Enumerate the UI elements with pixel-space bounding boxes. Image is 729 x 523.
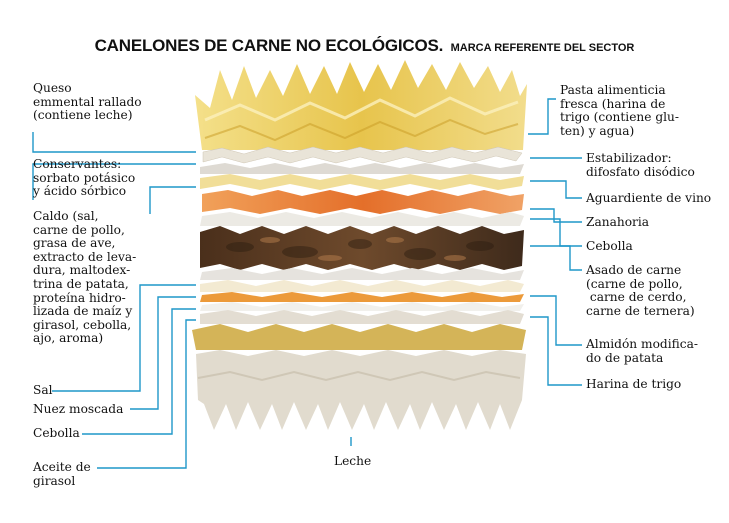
title-main: CANELONES DE CARNE NO ECOLÓGICOS. <box>94 36 444 55</box>
layer-yellow-1 <box>200 174 524 190</box>
label-harina: Harina de trigo <box>586 377 682 391</box>
label-caldo: Caldo (sal, carne de pollo, grasa de ave… <box>33 209 137 346</box>
leader-asado <box>530 245 582 271</box>
leader-aguardiente <box>530 180 582 199</box>
leader-lines <box>32 98 582 469</box>
layer-meat <box>200 226 524 270</box>
layer-cream <box>200 280 524 292</box>
leader-pasta <box>528 98 556 135</box>
label-queso: Queso emmental rallado (contiene leche) <box>33 81 142 123</box>
layer-cheese <box>202 146 523 164</box>
leader-almidon <box>530 295 582 346</box>
title-subtitle: MARCA REFERENTE DEL SECTOR <box>450 42 635 54</box>
layers <box>192 60 527 430</box>
label-cebolla-left: Cebolla <box>33 426 80 440</box>
label-almidon: Almidón modifica- do de patata <box>586 337 698 365</box>
leader-zanahoria <box>530 208 582 223</box>
leader-sal <box>52 284 196 392</box>
label-asado-carne: Asado de carne (carne de pollo, carne de… <box>586 263 695 318</box>
leader-aceite <box>97 319 196 469</box>
layer-carrot <box>202 190 524 214</box>
meat-texture <box>226 239 494 260</box>
label-aguardiente: Aguardiente de vino <box>586 191 712 205</box>
layer-bottom-sheet <box>196 350 526 430</box>
layer-light-2 <box>200 268 524 280</box>
label-zanahoria: Zanahoria <box>586 215 650 229</box>
leader-cebolla-right <box>530 218 582 247</box>
layer-flour-1 <box>200 310 524 324</box>
label-nuez-moscada: Nuez moscada <box>33 402 124 416</box>
layer-pasta-ridges <box>204 96 519 122</box>
label-conservantes: Conservantes: sorbato potásico y ácido s… <box>33 157 136 199</box>
leader-caldo <box>149 186 196 214</box>
layer-pasta-ridges-2 <box>204 118 519 142</box>
label-pasta: Pasta alimenticia fresca (harina de trig… <box>560 83 680 138</box>
page-title: CANELONES DE CARNE NO ECOLÓGICOS. MARCA … <box>0 36 729 56</box>
label-aceite-girasol: Aceite de girasol <box>33 460 91 488</box>
layer-orange-thin <box>200 292 524 302</box>
label-estabilizador: Estabilizador: difosfato disódico <box>586 151 695 179</box>
layer-light-1 <box>200 163 524 174</box>
layer-onion-1 <box>200 212 524 226</box>
label-cebolla-right: Cebolla <box>586 239 633 253</box>
leader-harina <box>530 316 582 386</box>
leader-nuez <box>130 296 196 410</box>
label-leche: Leche <box>334 454 372 468</box>
label-sal: Sal <box>33 383 53 397</box>
layer-white-thin <box>200 302 524 311</box>
leader-conservantes <box>32 163 196 200</box>
layer-pasta-top <box>195 60 527 150</box>
layer-bottom-shadow <box>197 370 521 382</box>
layer-starch <box>192 324 526 350</box>
leader-cebolla-left <box>82 308 196 435</box>
meat-highlights <box>260 237 466 261</box>
leader-queso <box>32 132 196 153</box>
